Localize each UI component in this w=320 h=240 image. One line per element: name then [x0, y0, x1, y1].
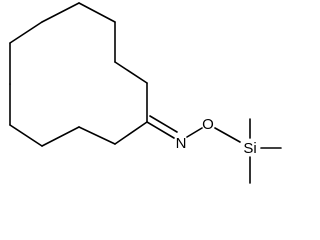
ring-bond-4	[9, 124, 43, 147]
double-bond-line-outer	[146, 121, 175, 139]
cyclododecanone-oxime-tms-ether-structure: N O Si	[9, 2, 282, 184]
double-bond-line-inner	[149, 115, 178, 133]
cyclododecane-ring	[9, 2, 148, 147]
silicon-atom-label: Si	[243, 140, 256, 157]
ring-bond-1	[114, 121, 148, 145]
nitrogen-oxygen-bond	[186, 127, 203, 138]
ring-bond-11	[114, 61, 148, 84]
ring-bond-3	[41, 126, 80, 147]
ring-bond-8	[41, 2, 80, 23]
carbon-nitrogen-double-bond	[146, 115, 178, 139]
oxygen-atom-label: O	[202, 116, 214, 133]
ring-bond-2	[78, 126, 116, 145]
oxygen-silicon-bond	[214, 127, 241, 143]
ring-bond-9	[78, 2, 116, 23]
structure-diagram: N O Si	[9, 2, 282, 184]
trimethylsilyl-methyl-bonds	[249, 118, 282, 184]
nitrogen-atom-label: N	[176, 135, 187, 152]
ring-bond-7	[9, 21, 43, 44]
